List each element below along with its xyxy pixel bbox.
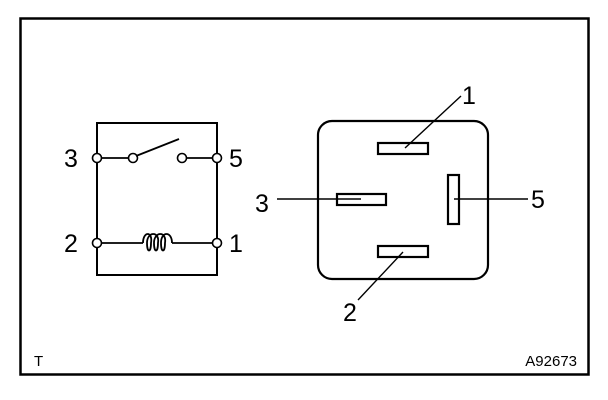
figure-frame bbox=[19, 17, 590, 376]
pin-1 bbox=[376, 141, 430, 156]
schematic-box bbox=[96, 122, 218, 276]
pin-2 bbox=[376, 244, 430, 259]
terminal-label-2: 2 bbox=[64, 230, 78, 258]
terminal-2-icon bbox=[91, 237, 103, 249]
terminal-5-icon bbox=[211, 152, 223, 164]
relay-schematic: 3 5 2 1 bbox=[64, 122, 243, 276]
leader-line-2 bbox=[357, 251, 404, 301]
coil-icon bbox=[142, 233, 173, 252]
relay-connector: 1 3 5 2 bbox=[255, 82, 545, 327]
connector-body bbox=[316, 119, 490, 281]
terminal-1-icon bbox=[211, 237, 223, 249]
switch-pivot bbox=[127, 152, 139, 164]
pin-label-1: 1 bbox=[462, 82, 476, 110]
switch-contact bbox=[176, 152, 188, 164]
open-switch-icon bbox=[127, 138, 188, 164]
terminal-label-5: 5 bbox=[229, 145, 243, 173]
pin-label-5: 5 bbox=[531, 186, 545, 214]
terminal-label-3: 3 bbox=[64, 145, 78, 173]
leader-line-1 bbox=[404, 95, 462, 149]
pin-label-3: 3 bbox=[255, 190, 269, 218]
corner-code: T bbox=[34, 353, 43, 370]
switch-blade bbox=[135, 138, 180, 157]
pin-label-2: 2 bbox=[343, 299, 357, 327]
figure-id: A92673 bbox=[525, 353, 577, 370]
terminal-3-icon bbox=[91, 152, 103, 164]
terminal-label-1: 1 bbox=[229, 230, 243, 258]
